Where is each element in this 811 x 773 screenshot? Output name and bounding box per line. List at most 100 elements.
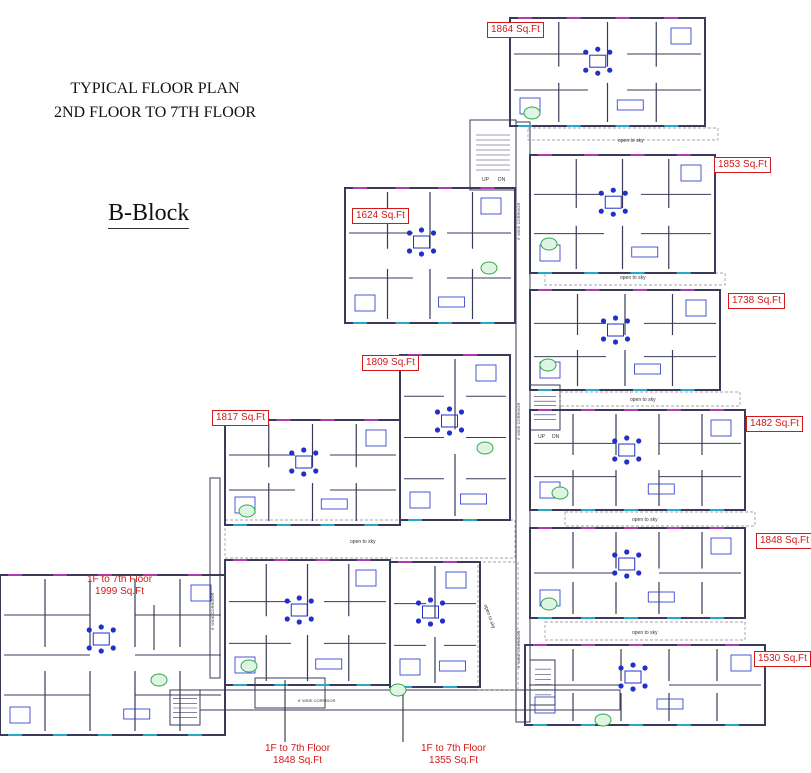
unit-tag-b8 — [476, 441, 494, 455]
dining-chair — [427, 597, 434, 603]
bed — [445, 571, 467, 589]
area-label-b10: 1624 Sq.Ft — [352, 208, 409, 224]
unit-tag-b11 — [540, 237, 558, 251]
dining-chair — [446, 430, 453, 436]
bed — [710, 537, 732, 555]
dining-table — [618, 443, 636, 457]
dining-chair — [600, 336, 607, 342]
unit-tag-b10 — [480, 261, 498, 275]
unit-outline-b9 — [529, 289, 721, 391]
open-to-sky-zone — [224, 519, 516, 559]
sofa — [647, 591, 675, 603]
sofa — [656, 698, 684, 710]
bed — [355, 569, 377, 587]
dining-chair — [598, 208, 604, 214]
dining-chair — [439, 618, 446, 624]
dining-chair — [418, 251, 425, 257]
sofa — [647, 483, 675, 495]
dining-table — [607, 323, 624, 337]
dining-chair — [430, 248, 437, 254]
stair-up-label: UP — [538, 434, 546, 440]
bed — [710, 419, 732, 437]
area-label-b2-size: 1848 Sq.Ft — [273, 755, 322, 766]
dining-table — [604, 195, 622, 209]
dining-chair — [110, 627, 116, 633]
dining-table — [441, 414, 458, 428]
dining-chair — [636, 570, 642, 576]
stair-middle — [529, 384, 561, 431]
dining-chair — [595, 70, 601, 76]
dining-chair — [610, 187, 616, 193]
dining-chair — [446, 406, 453, 412]
stair-bottom — [254, 677, 326, 709]
plan-title-line1: TYPICAL FLOOR PLAN — [70, 80, 240, 97]
dining-chair — [86, 627, 92, 633]
dining-chair — [308, 598, 314, 604]
open-to-sky-label: open to sky — [632, 630, 658, 636]
dining-chair — [301, 447, 307, 453]
dining-chair — [86, 645, 92, 651]
area-label-b3: 1817 Sq.Ft — [212, 410, 269, 426]
sofa — [439, 660, 466, 672]
area-label-b8: 1809 Sq.Ft — [362, 355, 419, 371]
dining-chair — [622, 208, 628, 214]
unit-outline-b12 — [509, 17, 706, 127]
unit-tag-b4 — [389, 683, 407, 697]
area-label-b4: 1F to 7th Floor 1355 Sq.Ft — [418, 742, 489, 768]
dining-chair — [618, 665, 624, 671]
sofa — [634, 363, 661, 375]
dining-table — [624, 670, 642, 684]
unit-tag-b2 — [240, 659, 258, 673]
bed — [475, 364, 497, 382]
bed — [730, 654, 752, 672]
dining-chair — [289, 468, 295, 474]
dining-chair — [427, 621, 434, 627]
corridor-label: 6' WIDE CORRIDOR — [516, 402, 521, 440]
dining-table — [618, 557, 636, 571]
dining-table — [589, 54, 607, 68]
dining-chair — [296, 619, 302, 625]
unit-outline-b3 — [224, 419, 401, 526]
area-label-b4-size: 1355 Sq.Ft — [429, 755, 478, 766]
dining-chair — [612, 570, 618, 576]
bed — [354, 294, 376, 312]
stair-left — [169, 689, 201, 726]
dining-chair — [415, 600, 422, 606]
unit-outline-b10 — [344, 187, 516, 324]
bed — [365, 429, 387, 447]
dining-table — [295, 455, 313, 469]
dining-chair — [313, 468, 319, 474]
dining-table — [413, 235, 430, 249]
dining-chair — [624, 318, 631, 324]
bed — [399, 658, 421, 676]
dining-chair — [434, 409, 441, 415]
stair-top — [469, 119, 517, 191]
left-corridor — [209, 477, 221, 679]
dining-chair — [439, 600, 446, 606]
sofa — [315, 658, 343, 670]
dining-chair — [624, 459, 630, 465]
dining-chair — [624, 435, 630, 441]
area-label-b2-floors: 1F to 7th Floor — [265, 743, 331, 754]
dining-chair — [636, 438, 642, 444]
dining-chair — [595, 46, 601, 52]
sofa — [631, 246, 659, 258]
stair-bottom-right — [529, 659, 556, 706]
dining-chair — [110, 645, 116, 651]
dining-chair — [313, 450, 319, 456]
open-to-sky-label: open to sky — [618, 138, 644, 144]
stair-down-label: DN — [498, 177, 506, 183]
dining-chair — [598, 190, 604, 196]
bed — [190, 584, 212, 602]
unit-outline-b4 — [389, 561, 481, 688]
dining-chair — [612, 438, 618, 444]
dining-chair — [583, 67, 589, 73]
dining-table — [92, 632, 110, 646]
area-label-b5: 1530 Sq.Ft — [754, 651, 811, 667]
dining-chair — [406, 248, 413, 254]
dining-chair — [642, 683, 648, 689]
plan-title-line2: 2ND FLOOR TO 7TH FLOOR — [53, 104, 257, 121]
open-to-sky-zone — [527, 127, 719, 141]
